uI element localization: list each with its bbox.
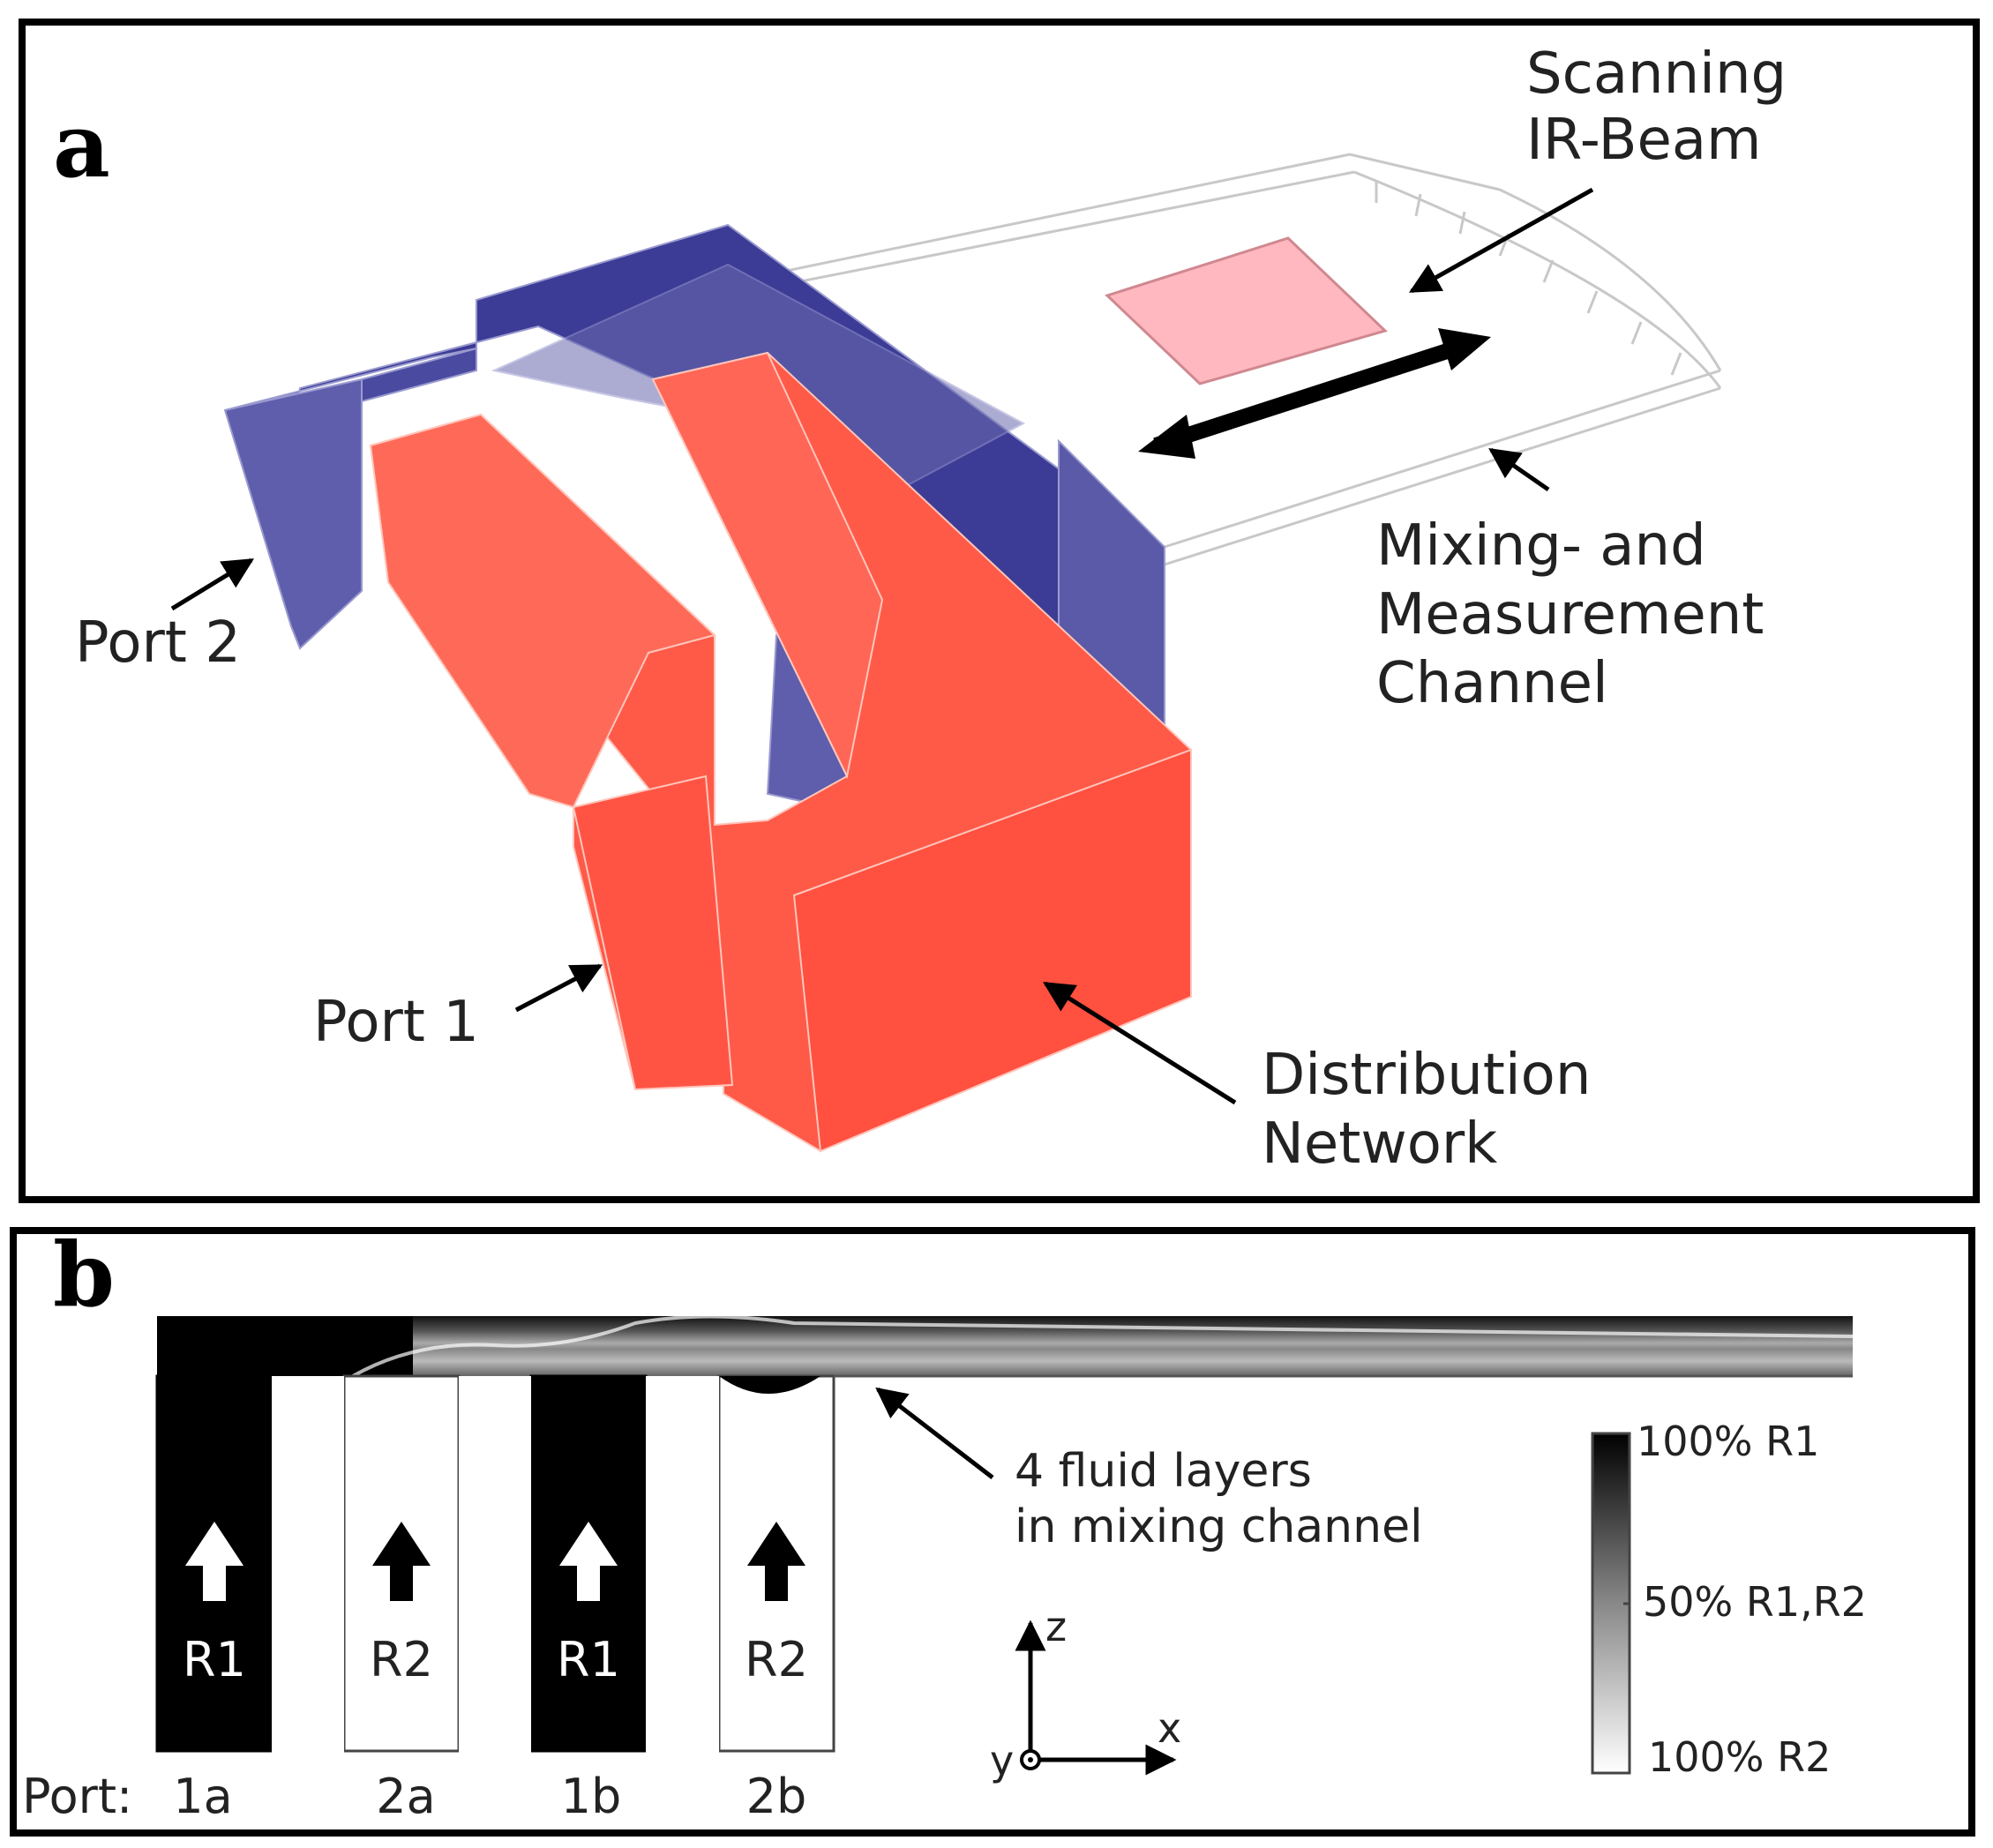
colorbar-label-top: 100% R1	[1637, 1418, 1819, 1465]
ir-beam-window	[1105, 236, 1388, 385]
axis-label-x: x	[1158, 1704, 1181, 1752]
mixing-label-line3: Channel	[1376, 651, 1608, 716]
colorbar-label-bottom: 100% R2	[1648, 1733, 1831, 1781]
distribution-label-line1: Distribution	[1262, 1043, 1591, 1108]
reagent-label-2b: R2	[745, 1632, 808, 1687]
bubble-2b	[719, 1376, 820, 1394]
port1-distribution-red	[369, 351, 1192, 1153]
port1-callout-arrow	[514, 963, 603, 1013]
fluid-layers-callout-arrow	[875, 1387, 994, 1479]
port2-callout-arrow	[170, 557, 254, 611]
reagent-label-1b: R1	[557, 1632, 620, 1687]
scan-direction-arrow	[1138, 328, 1491, 459]
reagent-label-2a: R2	[370, 1632, 433, 1687]
mixing-label-line2: Measurement	[1376, 582, 1764, 647]
panel-a: a	[19, 19, 1980, 1203]
reagent-label-1a: R1	[183, 1632, 246, 1687]
panel-b: b R1 R2 R1 R2 Port: 1a 2a 1b 2b	[10, 1223, 1975, 1837]
fluid-layers-label-line1: 4 fluid layers	[1015, 1445, 1312, 1498]
wall-2	[459, 1376, 531, 1755]
port-label-2b: 2b	[746, 1769, 807, 1824]
mixing-callout-arrow	[1488, 447, 1550, 492]
port-label-1b: 1b	[561, 1769, 622, 1824]
distribution-callout-arrow	[1043, 981, 1237, 1105]
colorbar-label-mid: 50% R1,R2	[1643, 1578, 1867, 1626]
bubble-1b	[531, 1376, 646, 1389]
distribution-label-line2: Network	[1262, 1111, 1497, 1177]
panel-b-letter: b	[53, 1223, 115, 1327]
panel-a-letter: a	[53, 94, 110, 198]
flow-arrow-2a	[372, 1522, 431, 1601]
coordinate-axes	[1015, 1620, 1177, 1776]
scanning-label-line2: IR-Beam	[1526, 108, 1761, 173]
port2-label: Port 2	[75, 610, 241, 676]
fluid-layers-label-line2: in mixing channel	[1015, 1500, 1423, 1553]
fluid-interface	[352, 1314, 1854, 1378]
mixing-channel	[617, 153, 1722, 566]
scanning-callout-arrow	[1408, 187, 1594, 294]
axis-label-y: y	[990, 1737, 1014, 1784]
port-label-2a: 2a	[376, 1769, 435, 1824]
mixing-label-line1: Mixing- and	[1376, 513, 1706, 579]
flow-arrow-1a	[185, 1522, 244, 1601]
wall-3	[646, 1376, 719, 1755]
axis-label-z: z	[1045, 1603, 1067, 1650]
scanning-label-line1: Scanning	[1526, 41, 1787, 107]
flow-arrow-1b	[559, 1522, 618, 1601]
port1-label: Port 1	[313, 990, 479, 1055]
flow-arrow-2b	[747, 1522, 805, 1601]
port-prefix-label: Port:	[22, 1769, 132, 1824]
wall-1	[272, 1376, 344, 1755]
port-label-1a: 1a	[173, 1769, 232, 1824]
